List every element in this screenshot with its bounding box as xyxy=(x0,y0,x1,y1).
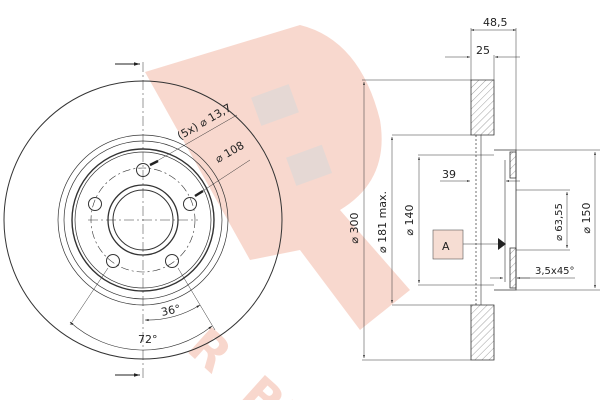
angle-36-label: 36° xyxy=(160,302,182,319)
bolt-hole-leader xyxy=(149,114,238,166)
datum-a-label: A xyxy=(442,240,450,253)
angle-72-label: 72° xyxy=(138,333,158,346)
watermark-grey-block xyxy=(286,144,333,186)
disc-thickness-label: 25 xyxy=(476,44,490,57)
overall-width-label: 48,5 xyxy=(483,16,508,29)
hat-outline xyxy=(494,149,517,291)
angle-extension-line xyxy=(69,267,109,326)
hat-depth-label: 39 xyxy=(442,168,456,181)
datum-a-box xyxy=(432,229,464,260)
leader-arrow xyxy=(149,159,159,167)
hat-wall-top xyxy=(509,151,517,179)
bolt-hole xyxy=(183,197,197,211)
watermark-r-shape xyxy=(145,25,410,330)
bolt-hole xyxy=(106,254,120,268)
chamfer-label: 3,5x45° xyxy=(535,266,575,277)
center-bore-label: ⌀ 63,55 xyxy=(554,203,565,241)
hat-inner-diameter-label: ⌀ 140 xyxy=(403,204,416,235)
angle-extension-line xyxy=(177,267,216,331)
leader-arrow xyxy=(194,189,204,198)
angle-72-arc xyxy=(69,321,213,351)
pitch-circle-leader xyxy=(194,159,251,197)
outer-diameter-label: ⌀ 300 xyxy=(348,212,361,243)
hat-outer-diameter-label: ⌀ 150 xyxy=(580,202,593,233)
friction-ring-top-section xyxy=(470,79,495,136)
hat-wall-bottom xyxy=(509,247,517,289)
watermark-logo: R BRAKE xyxy=(145,25,410,400)
bolt-hole xyxy=(165,254,179,268)
bolt-holes xyxy=(88,163,197,268)
watermark-grey-block xyxy=(251,84,299,126)
friction-inner-diameter-label: ⌀ 181 max. xyxy=(376,191,389,253)
bolt-hole xyxy=(88,197,102,211)
section-dimensions xyxy=(362,28,600,361)
friction-ring-bottom-section xyxy=(470,304,495,361)
watermark-text: R BRAKE xyxy=(177,317,402,400)
angle-36-arc xyxy=(144,304,201,322)
section-view xyxy=(470,79,517,361)
front-view xyxy=(3,62,283,378)
